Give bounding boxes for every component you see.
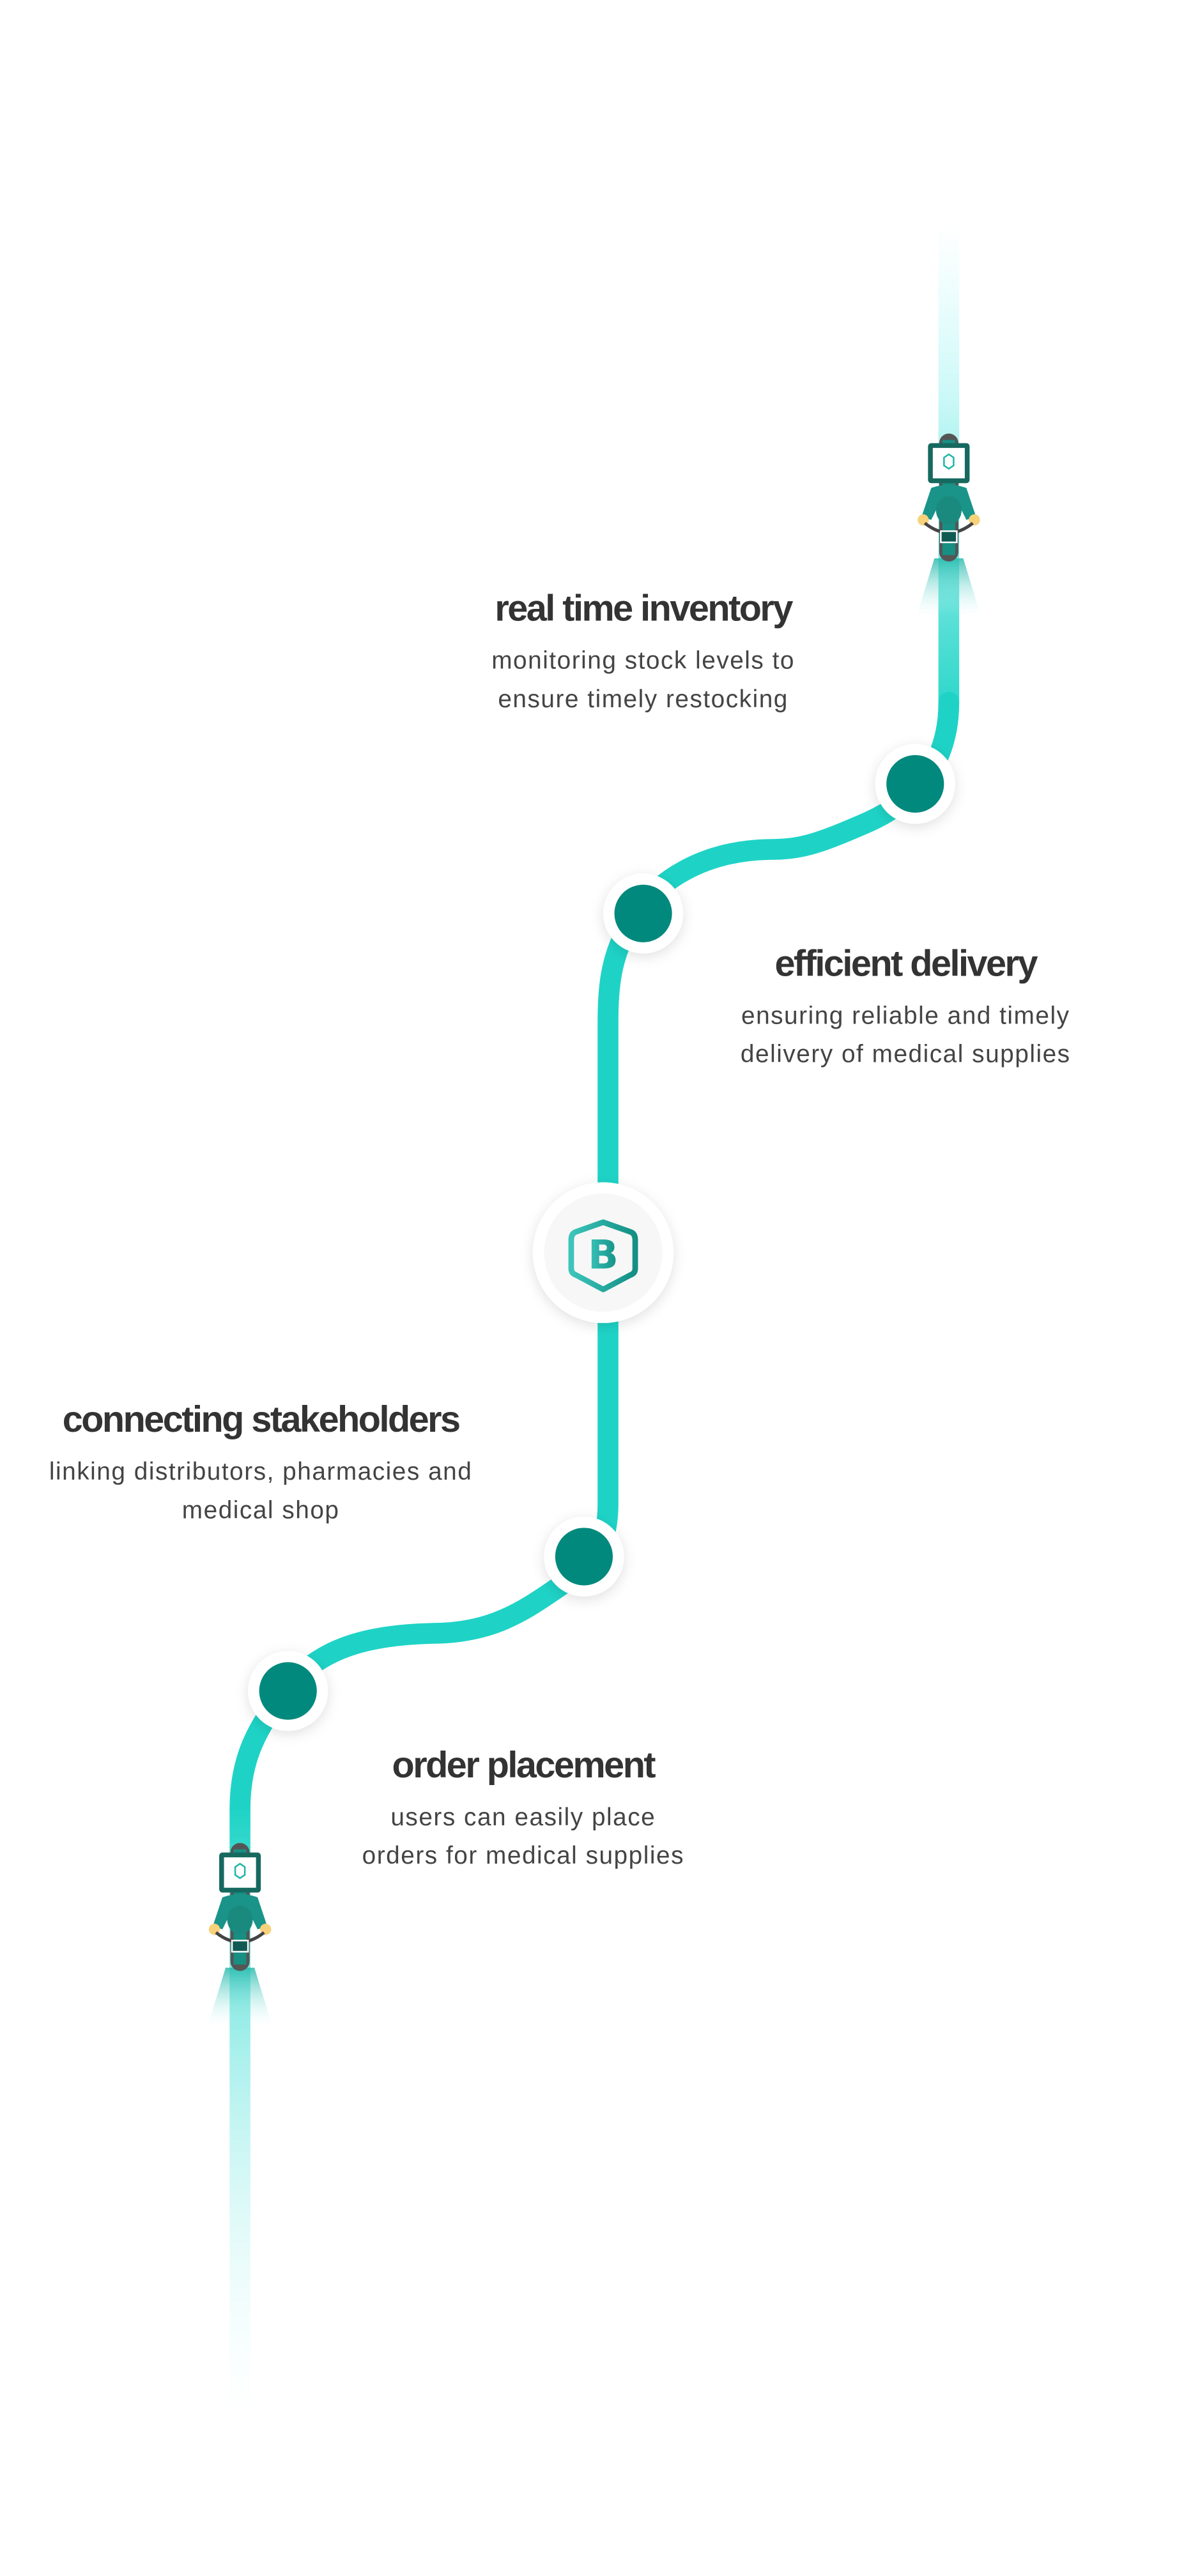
delivery-rider-icon [917, 434, 981, 616]
step-description: ensuring reliable and timely [741, 1003, 1070, 1031]
milestone-dot [603, 873, 684, 954]
step-efficient-delivery: efficient delivery ensuring reliable and… [741, 942, 1071, 1075]
step-description: orders for medical supplies [362, 1843, 684, 1871]
step-description: ensure timely restocking [498, 686, 788, 714]
step-description: users can easily place [390, 1804, 656, 1832]
step-connecting-stakeholders: connecting stakeholders linking distribu… [49, 1398, 472, 1531]
milestone-dot [544, 1516, 624, 1597]
delivery-rider-icon [208, 1843, 272, 2025]
logo-badge: B [532, 1182, 674, 1323]
step-description: linking distributors, pharmacies and [49, 1459, 473, 1487]
step-title: real time inventory [495, 586, 793, 629]
step-title: connecting stakeholders [62, 1398, 461, 1440]
step-description: monitoring stock levels to [491, 648, 796, 675]
step-description: medical shop [181, 1497, 340, 1525]
svg-text:B: B [588, 1232, 619, 1278]
step-real-time-inventory: real time inventory monitoring stock lev… [491, 587, 795, 720]
step-description: delivery of medical supplies [740, 1041, 1071, 1069]
step-title: order placement [392, 1744, 656, 1786]
shield-logo-icon: B [568, 1219, 638, 1292]
step-title: efficient delivery [774, 942, 1038, 984]
step-order-placement: order placement users can easily place o… [362, 1744, 684, 1876]
milestone-dot [875, 744, 955, 824]
milestone-dot [248, 1651, 328, 1731]
